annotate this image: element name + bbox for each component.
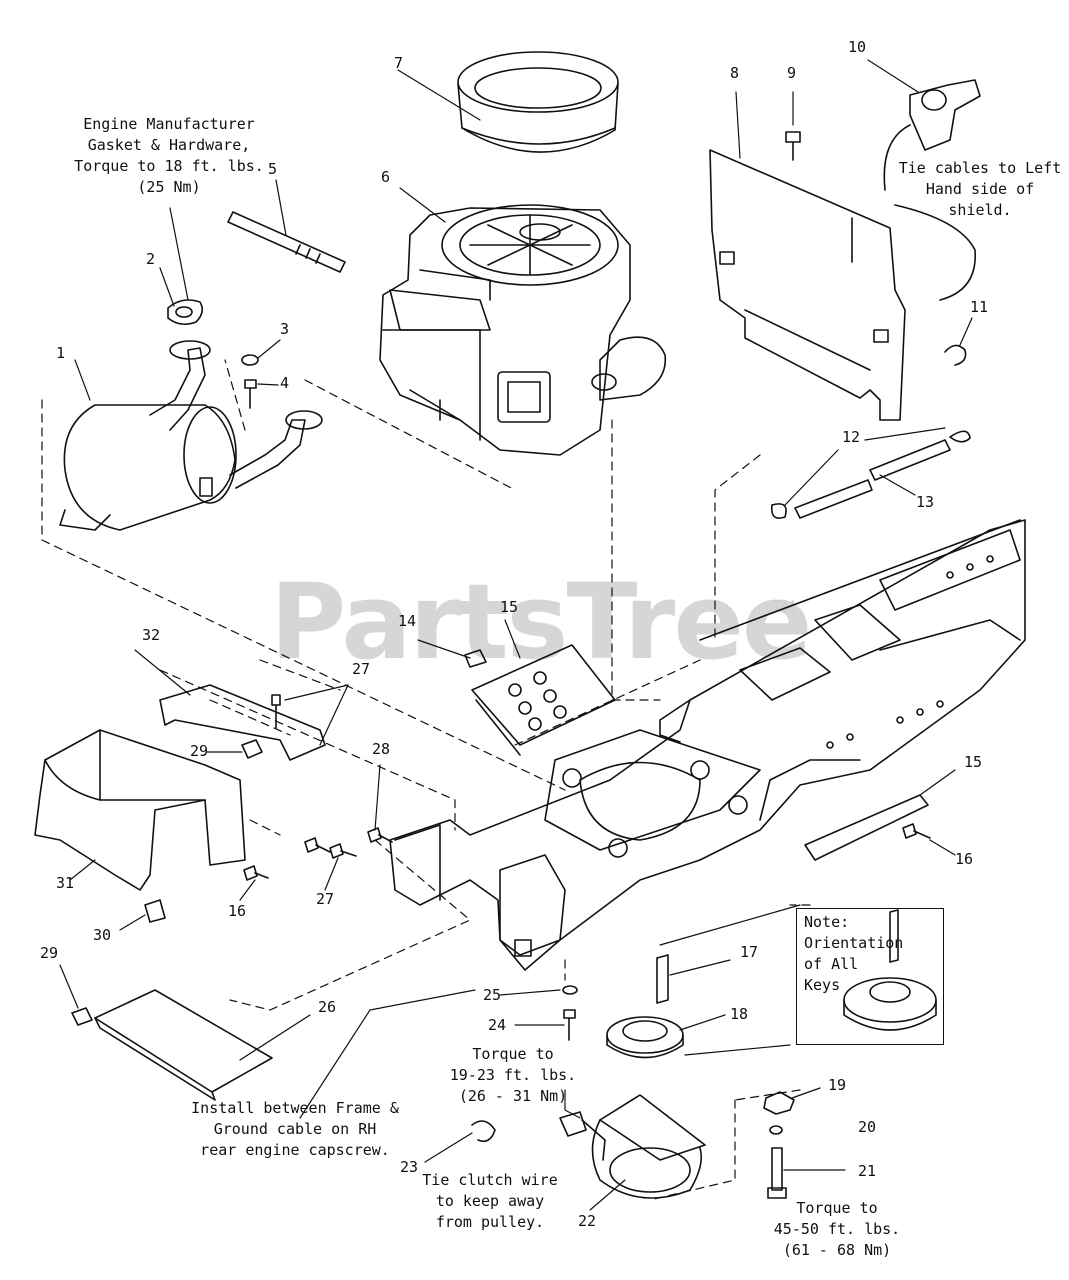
washer-and-bolt — [241, 354, 259, 409]
pivot-rods — [770, 430, 971, 519]
leader-lines — [59, 59, 973, 1211]
callout-23: 23 — [400, 1158, 419, 1176]
assembly-guide-lines — [41, 359, 811, 1201]
note-install-ground: Install between Frame & Ground cable on … — [191, 1099, 399, 1159]
callout-15-top: 15 — [500, 598, 519, 616]
note-torque-19-23: Torque to 19-23 ft. lbs. (26 - 31 Nm) — [449, 1045, 577, 1105]
callout-30: 30 — [93, 926, 112, 944]
air-cleaner-cover — [457, 51, 619, 153]
callout-24: 24 — [488, 1016, 507, 1034]
callout-3: 3 — [280, 320, 290, 338]
callout-9: 9 — [787, 64, 797, 82]
nut-washer-bolt — [763, 1091, 795, 1199]
bracket-plate — [464, 644, 616, 756]
callout-32: 32 — [142, 626, 161, 644]
callout-27-bottom: 27 — [316, 890, 335, 908]
bolt-24 — [562, 985, 578, 1041]
callout-20: 20 — [858, 1118, 877, 1136]
callout-5: 5 — [268, 160, 278, 178]
callout-19: 19 — [828, 1076, 847, 1094]
rear-cover — [34, 729, 246, 891]
callout-7: 7 — [394, 54, 404, 72]
muffler — [59, 340, 323, 531]
engine — [379, 204, 667, 456]
keys-note-box — [796, 908, 944, 1045]
callout-22: 22 — [578, 1212, 597, 1230]
callout-17: 17 — [740, 943, 759, 961]
callout-28: 28 — [372, 740, 391, 758]
callout-26: 26 — [318, 998, 337, 1016]
callout-13: 13 — [916, 493, 935, 511]
note-tie-clutch: Tie clutch wire to keep away from pulley… — [422, 1171, 558, 1231]
callout-11: 11 — [970, 298, 989, 316]
callout-15-right: 15 — [964, 753, 983, 771]
callout-27-top: 27 — [352, 660, 371, 678]
note-tie-cables: Tie cables to Left Hand side of shield. — [898, 159, 1062, 219]
clutch — [559, 1094, 706, 1199]
callout-31: 31 — [56, 874, 75, 892]
note-torque-45-50: Torque to 45-50 ft. lbs. (61 - 68 Nm) — [773, 1199, 901, 1259]
gasket — [167, 299, 204, 326]
upper-bracket — [159, 684, 326, 761]
note-pulley — [843, 909, 937, 1031]
side-plate-right — [804, 794, 929, 861]
note-keys-orientation: Note: Orientation of All Keys — [804, 913, 904, 994]
nuts — [71, 739, 263, 1026]
cable-clip — [944, 344, 967, 366]
throttle-control — [883, 79, 981, 301]
small-bolts — [243, 823, 931, 881]
callout-21: 21 — [858, 1162, 877, 1180]
callout-25: 25 — [483, 986, 502, 1004]
pulley — [606, 1016, 684, 1059]
callout-2: 2 — [146, 250, 156, 268]
callout-29-lower: 29 — [40, 944, 59, 962]
callout-29-upper: 29 — [190, 742, 209, 760]
wire-clip — [471, 1120, 496, 1143]
tractor-frame — [389, 519, 1026, 971]
callout-8: 8 — [730, 64, 740, 82]
callout-6: 6 — [381, 168, 391, 186]
bolt-9 — [785, 131, 801, 161]
callout-4: 4 — [280, 374, 290, 392]
heat-shield — [709, 149, 906, 421]
callout-12: 12 — [842, 428, 861, 446]
callout-10: 10 — [848, 38, 867, 56]
callout-18: 18 — [730, 1005, 749, 1023]
callout-14: 14 — [398, 612, 417, 630]
lower-plate — [94, 989, 273, 1101]
watermark: PartsTree — [270, 561, 812, 683]
key — [656, 954, 669, 1004]
callout-1: 1 — [56, 344, 66, 362]
callout-16-left: 16 — [228, 902, 247, 920]
note-engine-gasket: Engine Manufacturer Gasket & Hardware, T… — [74, 115, 264, 196]
callout-16-right: 16 — [955, 850, 974, 868]
stud — [227, 211, 346, 273]
